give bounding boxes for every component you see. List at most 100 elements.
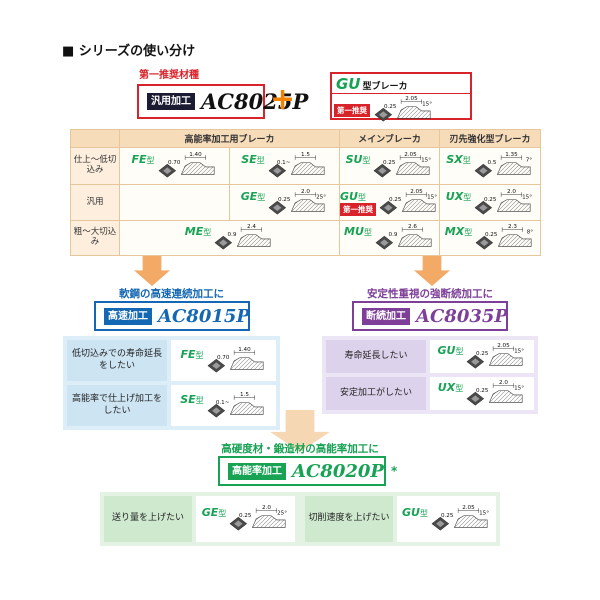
svg-text:0.25: 0.25 <box>485 232 498 238</box>
svg-text:1.35: 1.35 <box>505 152 518 158</box>
first-recommend-badge: 第一推奨 <box>334 103 370 117</box>
benefit-text: 送り量を上げたい <box>104 496 192 542</box>
usage-chip: 高能率加工 <box>228 462 286 480</box>
svg-text:2.6: 2.6 <box>408 224 417 230</box>
svg-text:0.25: 0.25 <box>389 197 402 203</box>
svg-text:2.05: 2.05 <box>462 505 475 511</box>
left-box-header: 軟鋼の高速連続加工に <box>119 288 224 300</box>
chipbreaker-diagram: 1.5 0.1~ <box>207 392 264 418</box>
grade-box-ac8015p: 高速加工 AC8015P <box>94 301 250 331</box>
svg-text:0.25: 0.25 <box>476 388 489 394</box>
svg-text:15°: 15° <box>422 157 432 163</box>
chipbreaker-diagram: 1.40 0.70 <box>158 152 214 178</box>
bottom-box-header: 高硬度材・鍛造材の高能率加工に <box>221 443 379 455</box>
svg-text:1.40: 1.40 <box>238 347 251 353</box>
svg-text:0.9: 0.9 <box>228 232 237 238</box>
svg-text:2.05: 2.05 <box>498 343 511 349</box>
svg-text:0.1~: 0.1~ <box>216 400 230 406</box>
svg-text:0.25: 0.25 <box>384 104 397 110</box>
chipbreaker-diagram: 1.5 0.1~ <box>268 152 325 178</box>
svg-text:8°: 8° <box>527 229 534 235</box>
svg-text:2.0: 2.0 <box>499 380 508 386</box>
svg-text:15°: 15° <box>479 510 489 516</box>
svg-text:0.9: 0.9 <box>388 232 397 238</box>
svg-text:2.05: 2.05 <box>410 189 423 195</box>
down-arrow-icon <box>414 256 450 286</box>
svg-text:0.70: 0.70 <box>167 160 180 166</box>
col-header-high-efficiency: 高能率加工用ブレーカ <box>120 130 339 147</box>
svg-text:1.40: 1.40 <box>189 152 202 158</box>
svg-text:0.25: 0.25 <box>476 351 489 357</box>
svg-text:15°: 15° <box>514 385 524 391</box>
table-corner-cell <box>71 130 119 147</box>
svg-text:15°: 15° <box>422 101 432 107</box>
svg-text:15°: 15° <box>515 348 525 354</box>
grade-box-ac8025p: 汎用加工 AC8025P <box>137 84 308 119</box>
svg-text:7°: 7° <box>525 157 532 163</box>
cell-empty <box>120 185 229 220</box>
page-title: ■ シリーズの使い分け <box>62 44 196 59</box>
benefit-text: 安定加工がしたい <box>326 377 426 410</box>
svg-text:0.25: 0.25 <box>441 513 454 519</box>
svg-text:0.25: 0.25 <box>278 197 291 203</box>
svg-text:1.5: 1.5 <box>240 392 249 398</box>
svg-text:0.25: 0.25 <box>484 197 497 203</box>
usage-chip: 高速加工 <box>104 307 152 325</box>
svg-text:2.05: 2.05 <box>405 152 418 158</box>
chipbreaker-diagram: 2.0 0.25 15° <box>466 380 524 406</box>
benefit-text: 高能率で仕上げ加工をしたい <box>67 385 167 426</box>
col-header-edge: 刃先強化型ブレーカ <box>440 130 540 147</box>
chipbreaker-diagram: 2.3 0.25 8° <box>475 224 534 250</box>
grade-name: AC8025P <box>201 89 309 114</box>
svg-text:2.3: 2.3 <box>508 224 517 230</box>
svg-text:2.0: 2.0 <box>301 189 310 195</box>
first-recommend-badge: 第一推奨 <box>340 202 376 216</box>
grade-name: AC8035P <box>416 305 508 327</box>
chipbreaker-diagram: 2.4 0.9 <box>214 224 271 250</box>
grade-box-ac8035p: 断続加工 AC8035P <box>352 301 508 331</box>
chipbreaker-diagram: 2.6 0.9 <box>375 224 432 250</box>
benefit-text: 寿命延長したい <box>326 340 426 373</box>
svg-text:1.5: 1.5 <box>301 152 310 158</box>
gu-breaker-header: GU 型ブレーカ <box>332 74 470 94</box>
svg-text:2.0: 2.0 <box>507 189 516 195</box>
svg-text:0.1~: 0.1~ <box>277 160 291 166</box>
usage-chip: 汎用加工 <box>147 93 195 110</box>
breaker-suffix-label: 型ブレーカ <box>362 82 408 92</box>
svg-text:2.4: 2.4 <box>247 224 256 230</box>
grade-name: AC8020P <box>292 460 384 482</box>
svg-text:0.25: 0.25 <box>383 160 396 166</box>
svg-text:15°: 15° <box>522 194 532 200</box>
